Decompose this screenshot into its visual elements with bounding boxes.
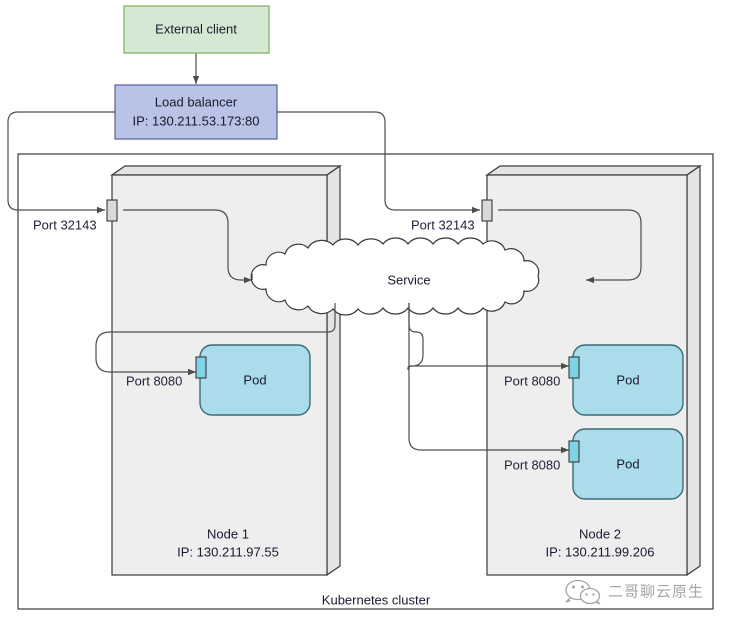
node-1-ip: IP: 130.211.97.55 [177, 544, 279, 559]
node-1-port-marker [106, 199, 118, 222]
edge-service-to-node2-pod-2 [408, 303, 569, 454]
node-1-right-face [326, 164, 341, 577]
pod-label: Pod [616, 456, 639, 471]
external-client-label: External client [155, 21, 237, 36]
node-2-port-marker [481, 199, 493, 222]
service-cloud: Service [250, 237, 540, 316]
node-1-pod-1-port-label: Port 8080 [126, 373, 182, 388]
load-balancer-title: Load balancer [155, 94, 238, 109]
node-1-port-label: Port 32143 [33, 217, 97, 232]
node-1-port-marker-group: Port 32143 [33, 199, 118, 232]
edge-node2-port-to-service [498, 209, 642, 284]
pod-port-marker [568, 440, 580, 463]
node-2-pod-2: Pod Port 8080 [504, 428, 684, 500]
node-1-top-face [110, 165, 342, 176]
edge-service-to-node2-pod-1 [407, 303, 569, 371]
edge-service-to-node1-pod [95, 303, 336, 376]
node-2-port-marker-group: Port 32143 [411, 199, 493, 232]
watermark-text: 二哥聊云原生 [608, 583, 704, 601]
external-client-box: External client [123, 5, 270, 54]
pod-body [572, 344, 684, 416]
node-2-ip: IP: 130.211.99.206 [546, 544, 655, 559]
pod-port-marker [568, 356, 580, 379]
load-balancer-rect [114, 84, 278, 140]
external-client-rect [123, 5, 270, 54]
load-balancer-ip: IP: 130.211.53.173:80 [133, 113, 260, 128]
wechat-icon [565, 579, 601, 605]
pod-label: Pod [243, 372, 266, 387]
node-2-port-label: Port 32143 [411, 217, 475, 232]
node-2-pod-2-port-label: Port 8080 [504, 457, 560, 472]
node-2-pod-1-port-label: Port 8080 [504, 373, 560, 388]
node-1-pod-1: Pod Port 8080 [126, 344, 311, 416]
node-2-right-face [686, 164, 701, 577]
edge-loadbalancer-to-node1-port [7, 111, 115, 214]
load-balancer-box: Load balancer IP: 130.211.53.173:80 [114, 84, 278, 140]
node-2-pod-1: Pod Port 8080 [504, 344, 684, 416]
node-1-name: Node 1 [207, 526, 249, 541]
cluster-caption: Kubernetes cluster [322, 592, 431, 607]
pod-label: Pod [616, 372, 639, 387]
node-2-name: Node 2 [579, 526, 621, 541]
pod-body [572, 428, 684, 500]
edge-loadbalancer-to-node2-port [277, 111, 480, 214]
pod-body [199, 344, 311, 416]
watermark: 二哥聊云原生 [565, 579, 704, 605]
service-label: Service [387, 272, 430, 287]
node-2-top-face [485, 165, 702, 176]
pod-port-marker [195, 356, 207, 379]
edge-node1-port-to-service [123, 209, 252, 284]
service-cloud-shape [250, 237, 540, 316]
